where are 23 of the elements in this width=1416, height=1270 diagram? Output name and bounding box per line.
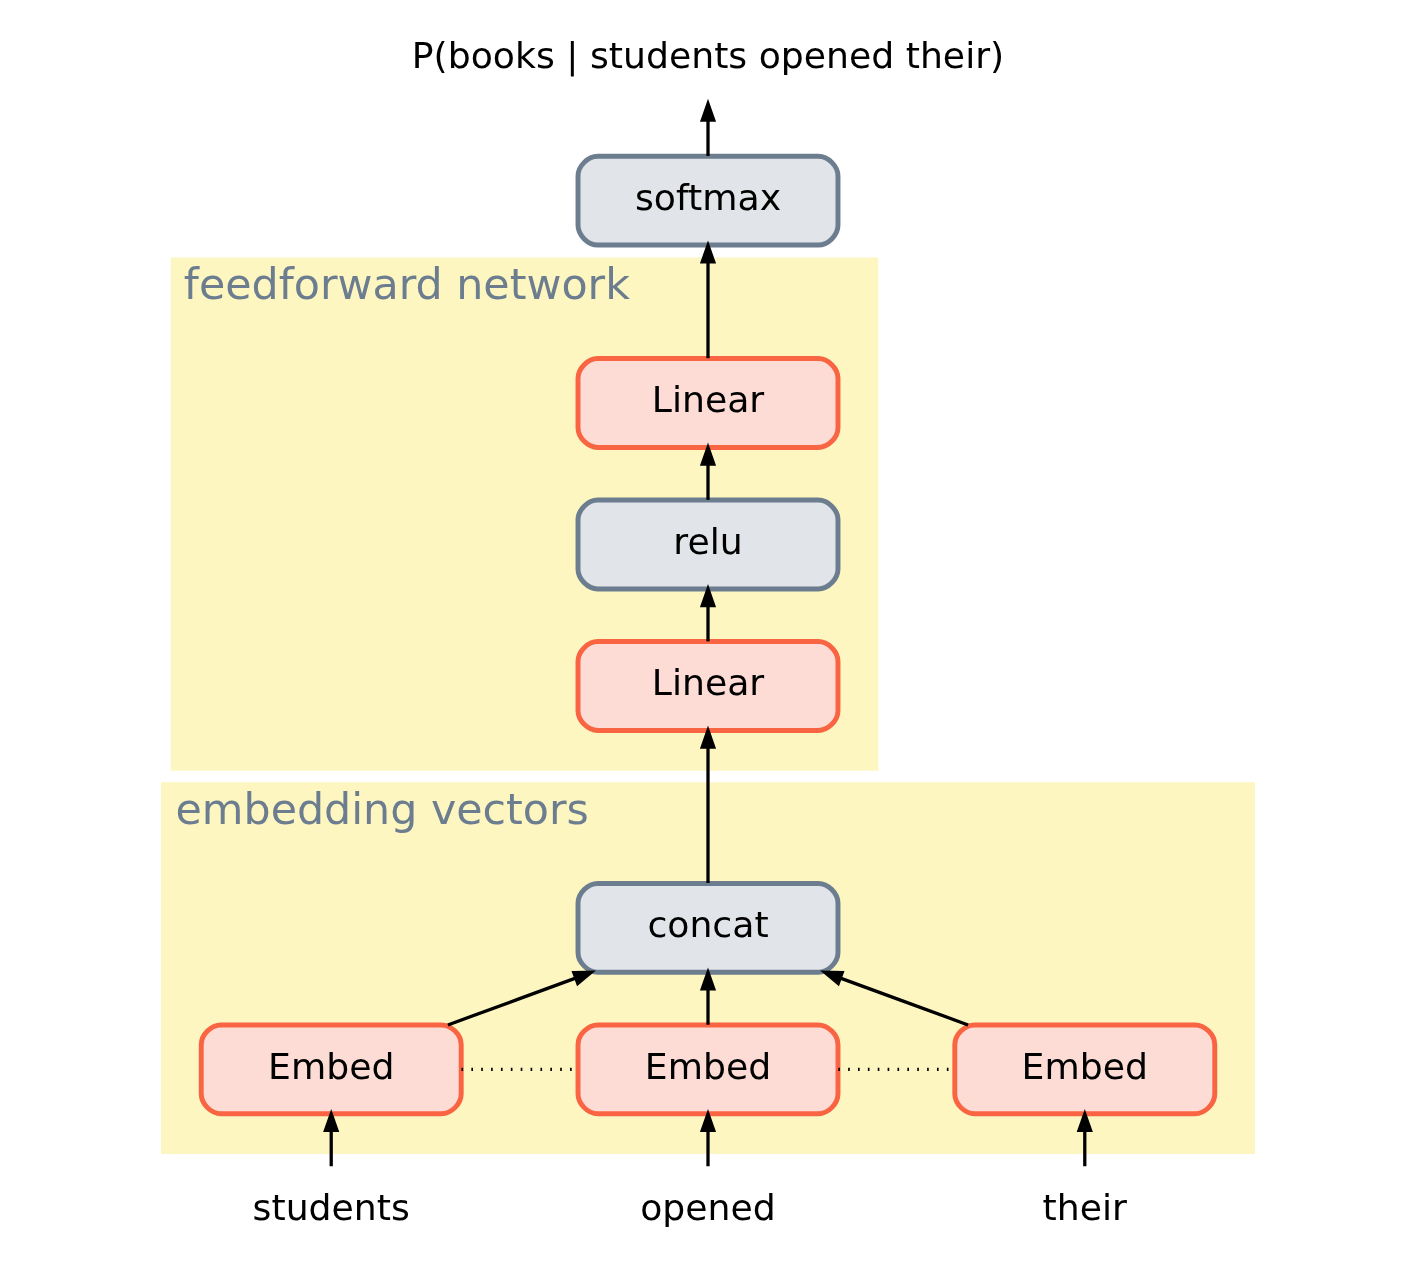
node-box: softmax xyxy=(575,153,841,248)
node-box: concat xyxy=(575,881,841,975)
arrow xyxy=(699,442,717,500)
node-text: P(books | students opened their) xyxy=(411,34,1005,78)
node-box: Embed xyxy=(952,1022,1218,1117)
node-box: relu xyxy=(575,497,841,592)
node-box: Linear xyxy=(575,356,841,450)
arrow xyxy=(699,725,717,883)
arrow xyxy=(699,584,717,642)
arrow xyxy=(699,240,717,359)
node-box: Embed xyxy=(575,1022,841,1117)
node-text: opened xyxy=(640,1186,776,1230)
arrow xyxy=(699,967,717,1025)
arrow xyxy=(1076,1108,1093,1167)
arrow xyxy=(699,1109,717,1167)
arrow xyxy=(820,970,969,1027)
node-box: Linear xyxy=(575,639,841,733)
arrow xyxy=(323,1108,340,1167)
arrow xyxy=(699,98,717,156)
node-box: Embed xyxy=(198,1022,464,1117)
node-text: their xyxy=(1042,1186,1127,1230)
node-text: students xyxy=(252,1186,410,1230)
arrow xyxy=(447,970,596,1027)
